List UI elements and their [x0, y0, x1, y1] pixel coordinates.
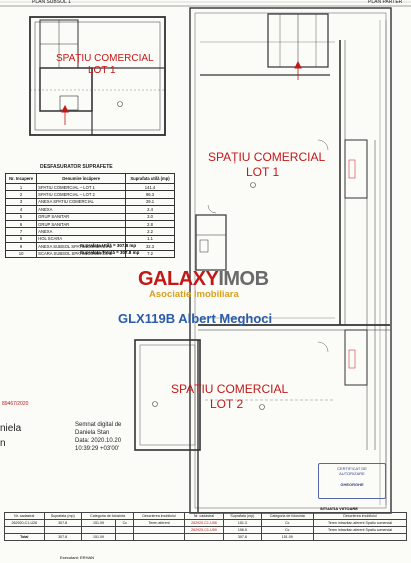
certificate-stamp: CERTIFICAT DE AUTORIZARE GHEORGHE: [318, 463, 386, 499]
lot1-basement-label-line1: SPAȚIU COMERCIAL: [56, 53, 154, 64]
signature-name-fragment-2: n: [0, 438, 6, 449]
surface-table: Nr. Incapere Denumire încăpere Suprafata…: [4, 173, 175, 258]
future-situation-title: SITUATIA VIITOARE: [320, 506, 358, 511]
col-useful-area: Suprafata utilă (mp): [125, 173, 175, 184]
lot2-label-line2: LOT 2: [210, 397, 244, 411]
signature-name-fragment: niela: [0, 423, 22, 434]
table-row: Total 307.8 151.09 307.8 151.09: [4, 533, 407, 541]
signature-line2: Daniela Stan: [75, 430, 110, 436]
col-room-number: Nr. Incapere: [4, 173, 38, 184]
lot1-basement-label-line2: LOT 1: [88, 65, 116, 76]
signature-line1: Semnat digital de: [75, 422, 122, 428]
watermark-subtitle: Asociatie Imobiliara: [149, 289, 239, 300]
lot2-label-line1: SPAȚIU COMERCIAL: [171, 382, 289, 396]
table-row: 262920-C1-U26 307.8 151.09 Cc Teren afer…: [4, 519, 407, 527]
table-row: 262920-C1-U59 156.5 Cc Teren intravilan …: [4, 526, 407, 534]
signature-line4: 10:39:29 +03'00': [75, 446, 120, 452]
executant-footer: Executant: ERHAN: [60, 555, 95, 560]
col-room-name: Denumire încăpere: [36, 173, 127, 184]
surface-table-title: DESFASURATOR SUPRAFETE: [40, 164, 113, 170]
watermark-brand: GALAXYIMOB: [138, 268, 269, 290]
total-area: Suprafata Totală = 307.8 mp: [80, 250, 140, 255]
basement-plan: [29, 16, 166, 136]
signature-line3: Data: 2020.10.20: [75, 438, 122, 444]
basement-plan-title: PLAN SUBSOL 1: [32, 0, 71, 5]
watermark-code: GLX119B Albert Meghoci: [118, 311, 273, 326]
reference-number: 89467/2020: [2, 401, 29, 407]
total-useful-area: Suprafata Utilă = 307.8 mp: [80, 243, 137, 248]
lot1-ground-label-line1: SPAȚIU COMERCIAL: [208, 150, 326, 164]
ground-floor-plan: [134, 7, 392, 514]
ground-plan-title: PLAN PARTER: [368, 0, 403, 5]
cadastral-table: Nr. cadastral Suprafata (mp) Categoria d…: [4, 512, 407, 541]
lot1-ground-label-line2: LOT 1: [246, 165, 280, 179]
